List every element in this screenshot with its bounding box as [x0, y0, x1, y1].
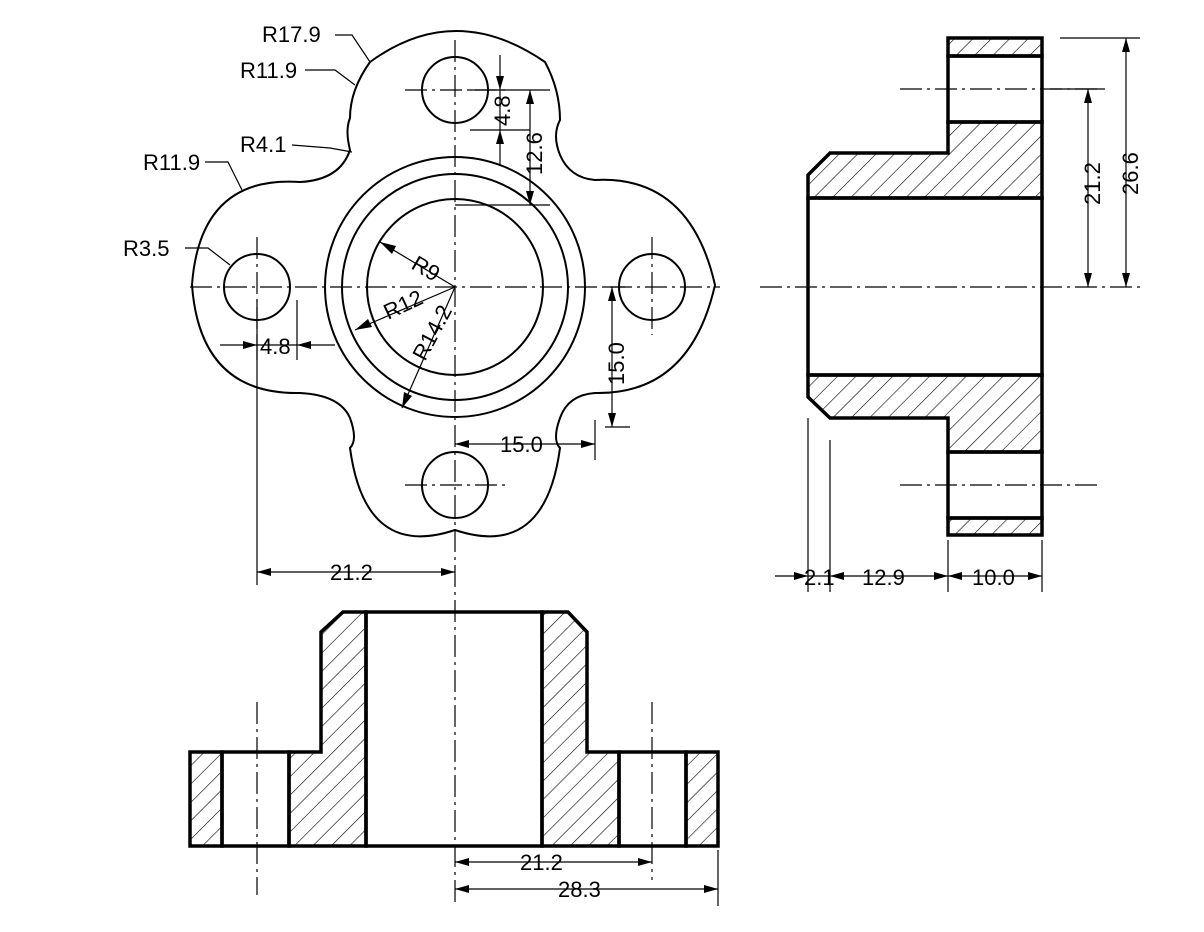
arrow-4-8-h-a: [243, 341, 257, 349]
section-view: 21.2 28.3: [188, 610, 720, 906]
label-4-8-vert: 4.8: [490, 95, 515, 126]
arrow-side-21-2-b: [1084, 273, 1092, 287]
arrow-15-0-h-b: [581, 440, 595, 448]
section-right-body: [540, 610, 621, 848]
side-top-flange-tip: [946, 36, 1044, 58]
section-left-tip: [188, 750, 224, 848]
arrow-21-2-b: [441, 568, 455, 576]
label-15-0-vert: 15.0: [604, 342, 629, 385]
label-side-12-9: 12.9: [862, 565, 905, 590]
label-side-26-6: 26.6: [1118, 152, 1143, 195]
arrow-side-2-1-a: [794, 572, 808, 580]
arrow-section-21-2-a: [455, 858, 469, 866]
arrow-15-0-h-a: [455, 440, 469, 448]
label-4-8-horiz: 4.8: [260, 334, 291, 359]
arrow-section-28-3-a: [455, 885, 469, 893]
front-outline: [190, 30, 717, 538]
side-view: 21.2 26.6 2.1 12.9 10.0: [760, 36, 1143, 592]
arrow-r12: [355, 319, 372, 330]
label-r17-9: R17.9: [262, 22, 321, 47]
label-r11-9-left: R11.9: [143, 150, 200, 175]
arrow-12-6-bottom: [526, 191, 534, 205]
section-right-tip: [684, 750, 720, 848]
arrow-r9: [380, 242, 396, 254]
arrow-4-8-b: [496, 130, 504, 144]
label-section-21-2: 21.2: [520, 850, 563, 875]
label-r11-9-top: R11.9: [240, 58, 297, 83]
section-left-body: [287, 610, 368, 848]
arrow-side-10-0-b: [1028, 572, 1042, 580]
arrow-section-28-3-b: [704, 885, 718, 893]
arrow-r14-2: [402, 392, 412, 408]
label-21-2: 21.2: [330, 560, 373, 585]
label-r9: R9: [408, 251, 445, 287]
label-side-10-0: 10.0: [972, 565, 1015, 590]
arrow-4-8-a: [496, 76, 504, 90]
leader-r17-9: [335, 34, 371, 63]
arrow-side-2-1-b: [830, 572, 844, 580]
label-r4-1: R4.1: [240, 132, 286, 157]
section-bore: [364, 610, 544, 848]
label-side-21-2: 21.2: [1080, 162, 1105, 205]
arrow-21-2-a: [257, 568, 271, 576]
label-12-6: 12.6: [522, 132, 547, 175]
arrow-side-21-2-a: [1084, 89, 1092, 103]
label-r12: R12: [380, 285, 427, 325]
leader-r12: [354, 286, 456, 331]
arrow-side-10-0-a: [948, 572, 962, 580]
label-r3-5: R3.5: [123, 236, 169, 261]
leader-r11-9-left: [205, 161, 243, 191]
arrow-side-26-6-a: [1122, 38, 1130, 52]
arrow-side-26-6-b: [1122, 273, 1130, 287]
side-lower-body: [806, 373, 1044, 454]
label-15-0-horiz: 15.0: [500, 432, 543, 457]
label-side-2-1: 2.1: [804, 565, 835, 590]
side-bottom-flange-tip: [946, 516, 1044, 537]
label-section-28-3: 28.3: [558, 877, 601, 902]
leader-r4-1: [291, 144, 353, 153]
arrow-15-0-v-b: [608, 413, 616, 427]
arrow-side-12-9-b: [934, 572, 948, 580]
arrow-15-0-v-a: [608, 287, 616, 301]
leader-r11-9-top: [305, 69, 356, 86]
arrow-section-21-2-b: [638, 858, 652, 866]
leader-r3-5: [185, 247, 231, 266]
leader-r14-2: [401, 286, 456, 409]
arrow-4-8-h-b: [297, 341, 311, 349]
section-left-hole: [220, 750, 291, 848]
side-upper-body: [806, 120, 1044, 200]
arrow-12-6-top: [526, 90, 534, 104]
